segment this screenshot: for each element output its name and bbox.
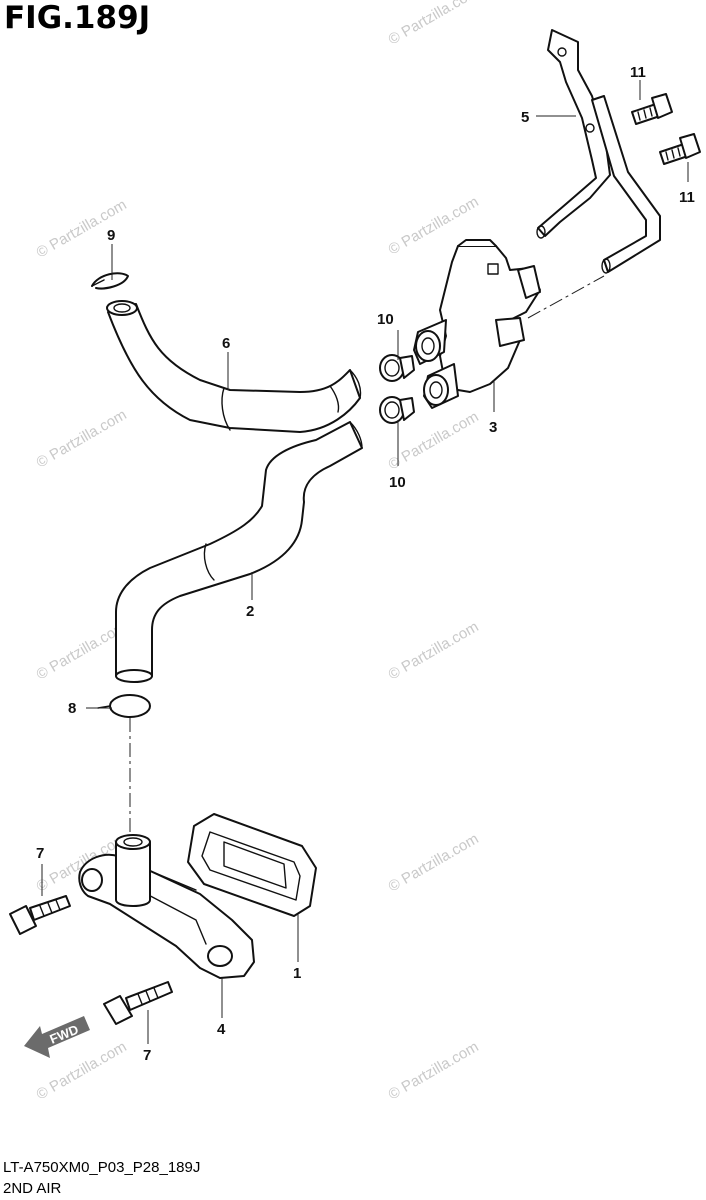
part-7-bolt-lower	[103, 981, 173, 1025]
part-10-clamp-lower	[379, 396, 415, 424]
part-2-hose	[115, 421, 363, 683]
part-4-reed-valve	[78, 834, 255, 979]
callout-5: 5	[521, 109, 529, 126]
callout-7: 7	[36, 845, 44, 862]
callout-11: 11	[630, 64, 646, 81]
leader-lines	[41, 80, 689, 1044]
parts-diagram: © Partzilla.com © Partzilla.com © Partzi…	[9, 0, 701, 1103]
fwd-arrow: FWD	[24, 1016, 90, 1058]
part-7-bolt-upper	[9, 895, 71, 935]
watermark: © Partzilla.com	[386, 830, 482, 895]
part-11-bolt-lower	[659, 133, 701, 165]
callout-7: 7	[143, 1047, 151, 1064]
watermark: © Partzilla.com	[386, 618, 482, 683]
callout-11: 11	[679, 189, 695, 206]
watermark: © Partzilla.com	[386, 0, 482, 48]
part-1-gasket	[187, 813, 317, 917]
part-9-clip	[91, 272, 129, 290]
callout-1: 1	[293, 965, 301, 982]
watermark: © Partzilla.com	[386, 1038, 482, 1103]
callout-2: 2	[246, 603, 254, 620]
part-6-hose	[106, 300, 362, 433]
callout-10: 10	[377, 311, 394, 328]
callout-10: 10	[389, 474, 406, 491]
watermark: © Partzilla.com	[34, 406, 130, 471]
callout-6: 6	[222, 335, 230, 352]
part-10-clamp-upper	[379, 354, 415, 382]
part-11-bolt-upper	[631, 93, 673, 125]
part-3-air-valve	[413, 239, 541, 409]
fwd-label: FWD	[48, 1022, 81, 1047]
axis-line	[527, 275, 605, 319]
callout-8: 8	[68, 700, 76, 717]
part-8-clip	[86, 694, 151, 718]
part-5-bracket-pipe	[536, 29, 661, 274]
figure-code: LT-A750XM0_P03_P28_189J	[3, 1159, 201, 1176]
figure-name: 2ND AIR	[3, 1180, 62, 1197]
callouts: 11 11 5 9 6 10 10 3 2 8 7 1 4 7	[36, 64, 695, 1064]
callout-3: 3	[489, 419, 497, 436]
callout-4: 4	[217, 1021, 226, 1038]
callout-9: 9	[107, 227, 115, 244]
figure-title: FIG.189J	[4, 0, 151, 36]
